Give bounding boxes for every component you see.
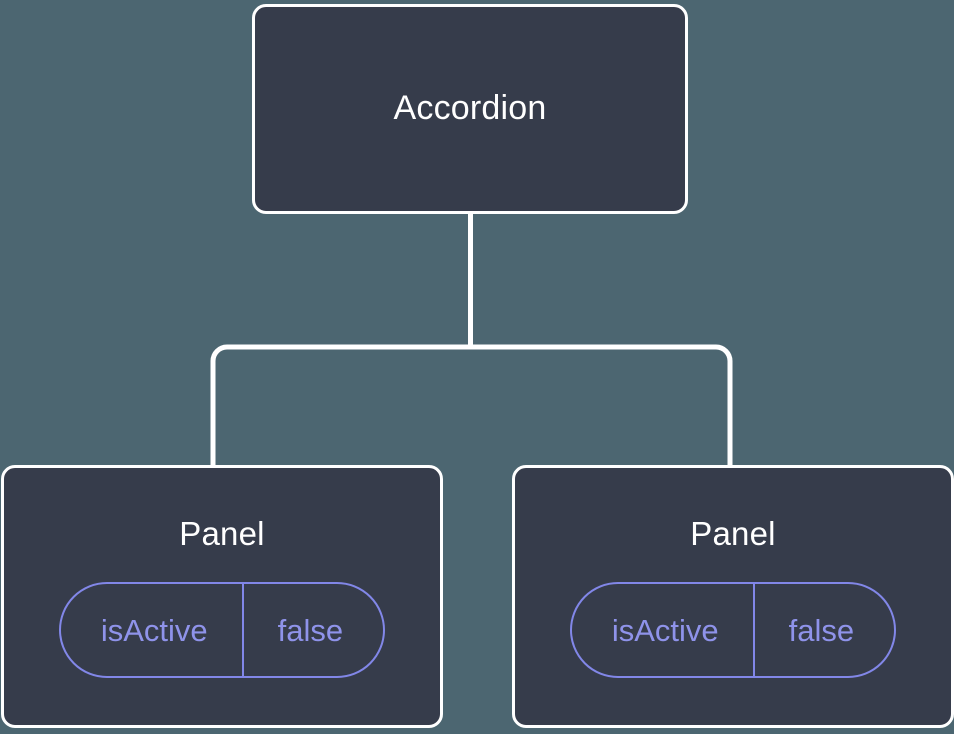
prop-value-right: false — [752, 584, 894, 677]
prop-pill-right[interactable]: isActive false — [569, 582, 897, 679]
prop-key-right: isActive — [611, 612, 719, 648]
node-accordion[interactable]: Accordion — [252, 4, 688, 214]
node-panel-left[interactable]: Panel isActive false — [1, 465, 443, 728]
node-panel-left-label: Panel — [179, 515, 265, 552]
prop-key-left: isActive — [100, 612, 208, 648]
node-accordion-label: Accordion — [393, 89, 547, 128]
node-panel-right-label: Panel — [690, 515, 776, 552]
edge-to-panel-left — [210, 344, 471, 466]
node-panel-right[interactable]: Panel isActive false — [512, 465, 954, 728]
prop-pill-left[interactable]: isActive false — [58, 582, 386, 679]
edge-to-panel-right — [470, 344, 733, 466]
prop-value-left: false — [241, 584, 383, 677]
